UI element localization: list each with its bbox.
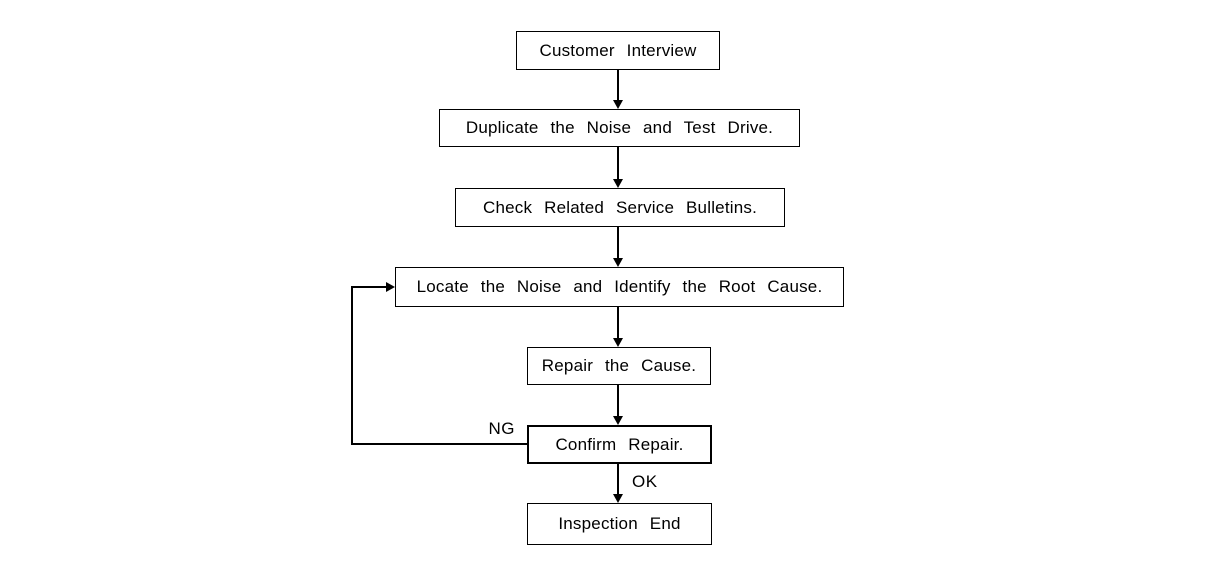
ng-loop-bottom-line xyxy=(351,443,527,445)
edge-label-ng: NG xyxy=(488,419,515,438)
arrow-down-icon-4 xyxy=(613,338,623,347)
arrow-down-icon-6 xyxy=(613,494,623,503)
arrow-down-icon-5 xyxy=(613,416,623,425)
node-customer-interview: Customer Interview xyxy=(516,31,720,70)
node-repair-the-cause: Repair the Cause. xyxy=(527,347,711,385)
edge-label-ok: OK xyxy=(632,472,658,491)
arrow-down-icon-2 xyxy=(613,179,623,188)
arrow-right-icon xyxy=(386,282,395,292)
edge-line-1 xyxy=(617,70,619,101)
edge-line-3 xyxy=(617,227,619,259)
arrow-down-icon-3 xyxy=(613,258,623,267)
node-inspection-end: Inspection End xyxy=(527,503,712,545)
edge-line-5 xyxy=(617,385,619,417)
ng-loop-vertical-line xyxy=(351,286,353,445)
node-check-related-service-bulletins: Check Related Service Bulletins. xyxy=(455,188,785,227)
edge-line-2 xyxy=(617,147,619,180)
node-confirm-repair: Confirm Repair. xyxy=(527,425,712,464)
node-duplicate-noise-test-drive: Duplicate the Noise and Test Drive. xyxy=(439,109,800,147)
edge-line-4 xyxy=(617,307,619,339)
edge-line-6 xyxy=(617,464,619,495)
ng-loop-top-line xyxy=(351,286,387,288)
node-locate-noise-identify-root-cause: Locate the Noise and Identify the Root C… xyxy=(395,267,844,307)
arrow-down-icon-1 xyxy=(613,100,623,109)
